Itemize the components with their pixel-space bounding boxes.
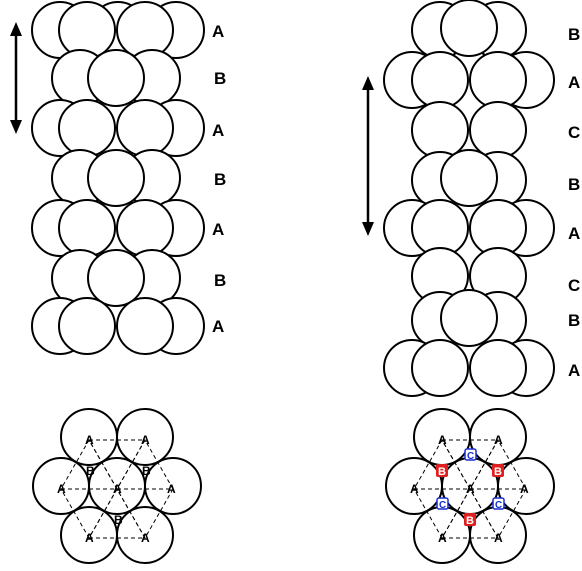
site-label-c: C	[467, 451, 474, 462]
ccp-b-site-markers	[436, 464, 504, 526]
site-label-a: A	[438, 531, 447, 545]
site-label-a: A	[141, 433, 150, 447]
hcp-layer-a-3	[31, 199, 205, 257]
hcp-layer-label: B	[214, 170, 226, 189]
site-label-a: A	[57, 482, 66, 496]
hcp-layer-label: B	[214, 69, 226, 88]
ccp-layer-label: A	[568, 224, 580, 243]
c-site-marker	[464, 448, 477, 461]
ccp-layer-a-2	[383, 199, 555, 257]
site-label-a: A	[466, 482, 475, 496]
ccp-layer-a-3	[383, 339, 555, 397]
hcp-layer-a-2	[31, 99, 205, 157]
ccp-layer-b-1	[411, 149, 527, 209]
hcp-layer-a-1	[31, 1, 205, 59]
site-label-c: C	[439, 500, 446, 511]
hcp-period-arrow	[10, 22, 22, 134]
ccp-layer-label: A	[568, 73, 580, 92]
hcp-stack: A B A B A B A	[10, 1, 226, 355]
hcp-layer-b-3	[51, 249, 181, 307]
ccp-site-labels: A A A A A A A B B B C C C	[410, 433, 529, 545]
c-site-marker	[492, 497, 505, 510]
hcp-site-labels: A A A A A A A B B B	[57, 433, 176, 545]
ccp-layer-c-2	[411, 247, 527, 305]
site-label-b: B	[142, 464, 151, 478]
ccp-top-view: A A A A A A A B B B C C C	[385, 408, 555, 564]
ccp-stack: B A C B A C B A	[362, 0, 580, 397]
ccp-layer-label: B	[568, 311, 580, 330]
ccp-layer-a-1	[383, 51, 555, 109]
c-site-marker	[436, 497, 449, 510]
hcp-layer-label: A	[212, 22, 224, 41]
site-label-a: A	[438, 433, 447, 447]
ccp-layer-b-2	[411, 289, 527, 349]
site-label-a: A	[141, 531, 150, 545]
b-site-marker	[492, 464, 504, 477]
hcp-layer-label: A	[212, 220, 224, 239]
site-label-c: C	[495, 500, 502, 511]
site-label-b: B	[438, 466, 446, 478]
site-label-a: A	[520, 482, 529, 496]
ccp-layer-label: C	[568, 276, 580, 295]
ccp-layer-label: C	[568, 123, 580, 142]
site-label-a: A	[494, 433, 503, 447]
ccp-c-site-markers	[436, 448, 505, 510]
ccp-layer-labels: B A C B A C B A	[568, 25, 580, 380]
ccp-period-arrow	[362, 76, 374, 236]
b-site-marker	[464, 513, 476, 526]
hcp-layer-label: B	[214, 271, 226, 290]
hcp-layer-a-4	[31, 297, 205, 355]
hcp-layer-b-2	[51, 149, 181, 207]
ccp-layer-b-top	[411, 0, 527, 59]
site-label-a: A	[494, 531, 503, 545]
hcp-layer-label: A	[212, 317, 224, 336]
site-label-a: A	[85, 531, 94, 545]
site-label-b: B	[494, 466, 502, 478]
site-label-b: B	[466, 515, 474, 527]
hcp-layer-b-1	[51, 49, 181, 107]
ccp-lattice-lines	[413, 438, 527, 540]
ccp-layer-label: A	[568, 361, 580, 380]
site-label-a: A	[167, 482, 176, 496]
site-label-b: B	[86, 464, 95, 478]
ccp-layer-label: B	[568, 175, 580, 194]
hcp-top-view: A A A A A A A B B B	[32, 408, 202, 564]
ccp-layer-label: B	[568, 25, 580, 44]
b-site-marker	[436, 464, 448, 477]
site-label-a: A	[410, 482, 419, 496]
site-label-a: A	[113, 482, 122, 496]
site-label-a: A	[85, 433, 94, 447]
hcp-layer-label: A	[212, 121, 224, 140]
hcp-layer-labels: A B A B A B A	[212, 22, 226, 336]
site-label-b: B	[114, 513, 123, 527]
hcp-lattice-lines	[60, 438, 174, 540]
ccp-layer-c-1	[411, 101, 527, 159]
